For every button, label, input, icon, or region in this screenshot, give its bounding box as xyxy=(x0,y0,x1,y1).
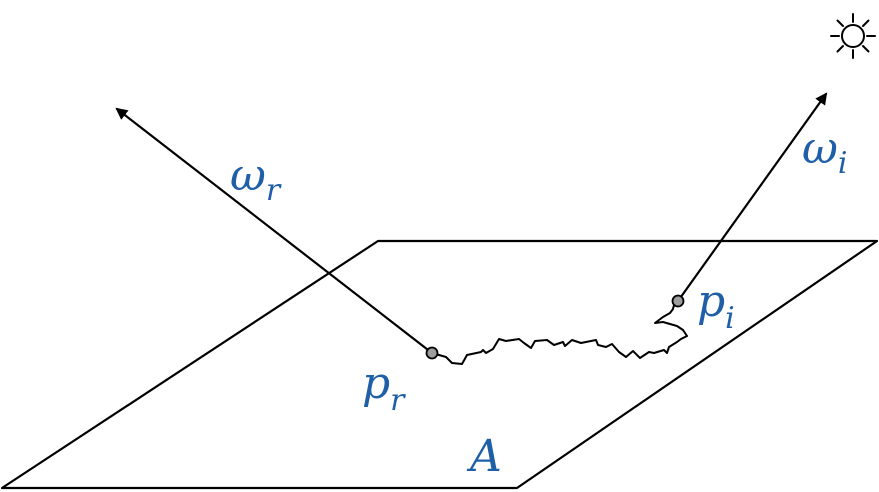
label-omega-r-base: ω xyxy=(230,150,266,201)
label-p-i-sub: i xyxy=(725,301,735,336)
label-p-i-base: p xyxy=(697,276,725,327)
entry-point xyxy=(671,294,685,308)
label-omega-r-sub: r xyxy=(266,173,282,208)
exit-point xyxy=(425,346,439,360)
label-p-r-sub: r xyxy=(390,383,406,418)
label-p-r: pr xyxy=(362,358,406,418)
sun-icon xyxy=(830,13,876,59)
label-omega-i-base: ω xyxy=(802,123,838,174)
label-omega-i-sub: i xyxy=(838,146,848,181)
subsurface-scattering-path xyxy=(431,300,688,365)
incident-direction-arrow xyxy=(676,92,828,303)
surface-plane xyxy=(0,239,879,490)
label-area: A xyxy=(466,431,502,482)
label-p-r-base: p xyxy=(362,358,390,409)
label-omega-i: ωi xyxy=(802,123,848,181)
outgoing-direction-arrow xyxy=(115,107,434,355)
label-omega-r: ωr xyxy=(230,150,282,208)
label-p-i: pi xyxy=(697,276,735,336)
